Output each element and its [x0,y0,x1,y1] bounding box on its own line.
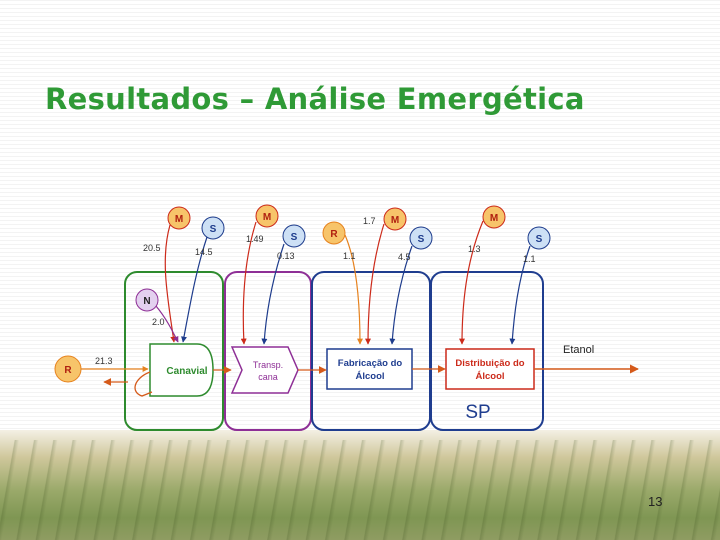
svg-text:M: M [490,213,498,224]
source-r-main: R [55,356,81,382]
process-distribuicao: Distribuição do Álcool [446,349,534,389]
svg-text:R: R [64,365,72,376]
svg-text:Distribuição do: Distribuição do [455,358,524,369]
source-m-1: M [168,207,190,229]
service-s-2: S [283,225,305,247]
flow-label-s2: 0.13 [277,251,295,261]
process-fabricacao: Fabricação do Álcool [327,349,412,389]
svg-text:S: S [418,234,425,245]
svg-text:S: S [210,224,217,235]
process-canavial: Canavial [150,344,213,396]
flow-arrow-m3 [368,224,384,344]
process-transport: Transp. cana [232,347,298,393]
svg-text:Álcool: Álcool [355,371,384,382]
flow-arrow-m4 [462,221,483,344]
flow-label-m4: 1.3 [468,244,481,254]
svg-text:Transp.: Transp. [253,360,283,370]
svg-text:M: M [175,214,183,225]
output-label-etanol: Etanol [563,344,594,356]
flow-label-s1: 14.5 [195,247,213,257]
svg-text:N: N [143,296,150,307]
flow-label-r-main: 21.3 [95,356,113,366]
svg-text:M: M [391,215,399,226]
flow-label-s4: 1.1 [523,254,536,264]
source-r-3: R [323,222,345,244]
svg-text:Álcool: Álcool [475,371,504,382]
page-number: 13 [648,494,662,509]
svg-text:cana: cana [258,372,278,382]
service-s-3: S [410,227,432,249]
flow-label-m3: 1.7 [363,216,376,226]
flow-label-s3: 4.5 [398,252,411,262]
service-s-1: S [202,217,224,239]
region-label-sp: SP [465,402,490,423]
svg-text:R: R [330,229,338,240]
source-m-3: M [384,208,406,230]
svg-text:S: S [291,232,298,243]
source-n: N [136,289,158,311]
svg-text:M: M [263,212,271,223]
flow-label-m1: 20.5 [143,243,161,253]
svg-text:Canavial: Canavial [166,366,207,377]
svg-text:Fabricação do: Fabricação do [338,358,403,369]
flow-arrow-m1 [165,225,174,342]
source-m-2: M [256,205,278,227]
svg-text:S: S [536,234,543,245]
flow-label-m2: 1.49 [246,234,264,244]
source-m-4: M [483,206,505,228]
flow-label-r3: 1.1 [343,251,356,261]
service-s-4: S [528,227,550,249]
flow-label-n1: 2.0 [152,317,165,327]
